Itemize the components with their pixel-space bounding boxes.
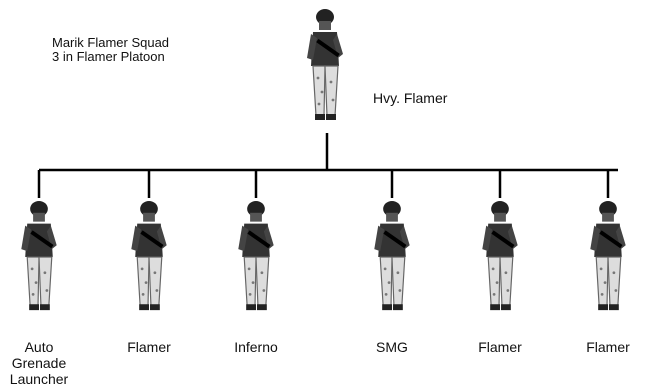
member-label-line: Grenade xyxy=(11,355,67,371)
member-label-line: Inferno xyxy=(234,339,278,355)
leader-label: Hvy. Flamer xyxy=(373,90,448,106)
member-label: Flamer xyxy=(478,339,522,355)
member-label-line: Launcher xyxy=(9,371,69,387)
leader-soldier-figure xyxy=(306,8,344,121)
member-label-line: Flamer xyxy=(586,339,630,355)
member-soldier-figure xyxy=(481,200,519,311)
member-label-line: Flamer xyxy=(127,339,171,355)
member-label: Flamer xyxy=(127,339,171,355)
squad-members xyxy=(20,170,627,311)
member-label: Flamer xyxy=(586,339,630,355)
member-soldier-figure xyxy=(373,200,411,311)
member-label: SMG xyxy=(376,339,408,355)
caption-line-2: 3 in Flamer Platoon xyxy=(52,49,165,64)
member-label-line: Auto xyxy=(24,339,54,355)
member-label-line: SMG xyxy=(376,339,408,355)
squad-caption: Marik Flamer Squad 3 in Flamer Platoon xyxy=(52,36,169,64)
member-label-line: Flamer xyxy=(478,339,522,355)
member-soldier-figure xyxy=(237,200,275,311)
member-label: Inferno xyxy=(234,339,278,355)
member-soldier-figure xyxy=(20,200,58,311)
member-soldier-figure xyxy=(589,200,627,311)
caption-line-1: Marik Flamer Squad xyxy=(52,35,170,50)
member-soldier-figure xyxy=(130,200,168,311)
